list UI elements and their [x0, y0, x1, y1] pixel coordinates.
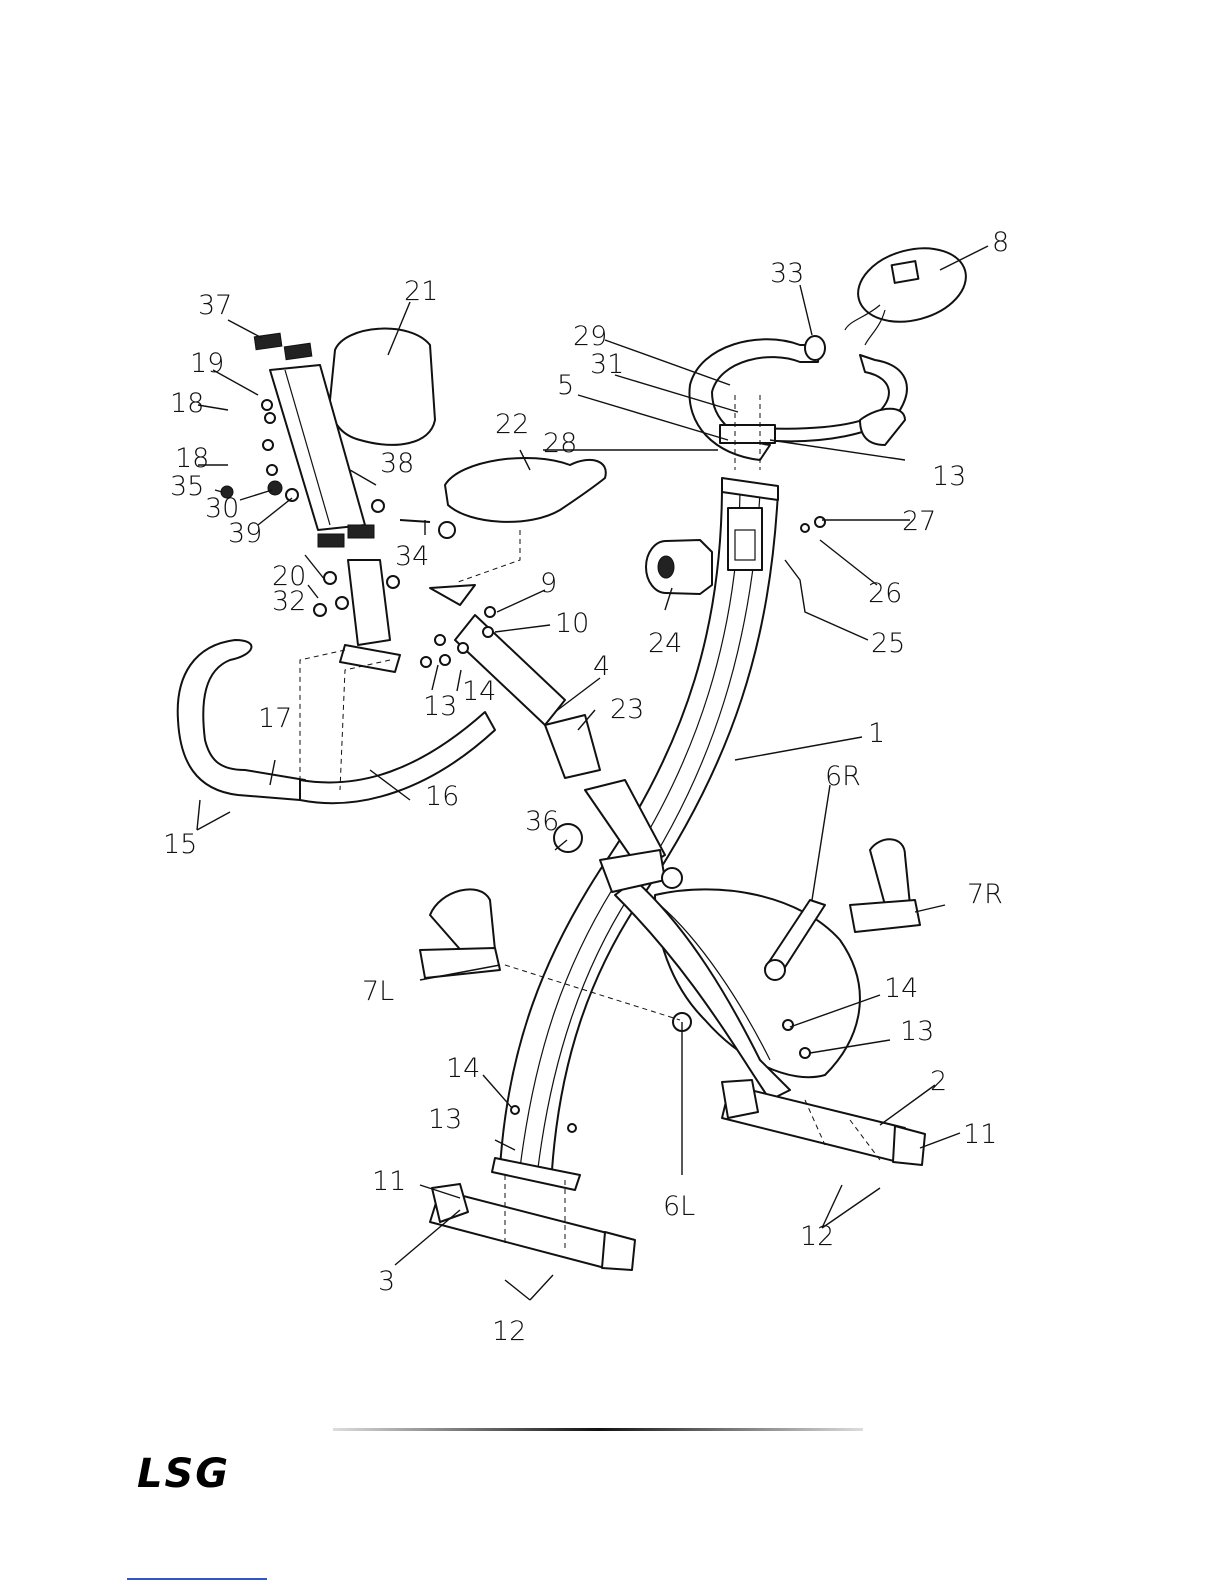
footer-divider	[333, 1428, 863, 1431]
callout-6R: 6R	[825, 761, 861, 792]
callout-5: 5	[557, 370, 574, 401]
callout-31: 31	[590, 349, 624, 380]
callout-11b: 11	[963, 1119, 997, 1150]
callout-33: 33	[770, 258, 804, 289]
brand-logo: LSG	[137, 1451, 230, 1497]
front-stabilizer	[430, 1158, 635, 1270]
seat	[430, 458, 606, 605]
callout-36: 36	[525, 806, 559, 837]
callout-35: 35	[170, 471, 204, 502]
callout-25: 25	[871, 628, 905, 659]
callout-12b: 12	[800, 1221, 834, 1252]
callout-3: 3	[378, 1266, 395, 1297]
callout-14c: 14	[446, 1053, 480, 1084]
callout-13c: 13	[900, 1016, 934, 1047]
callout-10: 10	[555, 608, 589, 639]
callout-37: 37	[198, 290, 232, 321]
callout-28: 28	[543, 428, 577, 459]
callout-26: 26	[868, 578, 902, 609]
callout-13a: 13	[932, 461, 966, 492]
bottom-link-underline	[127, 1578, 267, 1580]
callout-12a: 12	[492, 1316, 526, 1347]
callout-8: 8	[992, 227, 1009, 258]
callout-11a: 11	[372, 1166, 406, 1197]
callout-6L: 6L	[663, 1191, 695, 1222]
flywheel-housing	[615, 880, 860, 1100]
callout-4: 4	[593, 651, 610, 682]
callout-7L: 7L	[362, 976, 394, 1007]
callout-14b: 14	[884, 973, 918, 1004]
callout-23: 23	[610, 694, 644, 725]
callout-18b: 18	[175, 443, 209, 474]
callout-9: 9	[540, 568, 557, 599]
callout-22: 22	[495, 409, 529, 440]
callout-13b: 13	[423, 691, 457, 722]
callout-16: 16	[425, 781, 459, 812]
callout-29: 29	[573, 321, 607, 352]
callout-15: 15	[163, 829, 197, 860]
callout-1: 1	[868, 718, 885, 749]
callout-13d: 13	[428, 1104, 462, 1135]
callout-24: 24	[648, 628, 682, 659]
callout-7R: 7R	[967, 879, 1003, 910]
callout-39: 39	[228, 518, 262, 549]
callout-34: 34	[395, 541, 429, 572]
tension-knob	[646, 540, 712, 594]
callout-18a: 18	[170, 388, 204, 419]
callout-21: 21	[404, 276, 438, 307]
callout-14a: 14	[462, 676, 496, 707]
rear-stabilizer	[722, 1080, 925, 1165]
callout-17: 17	[258, 703, 292, 734]
console-computer	[845, 237, 974, 345]
callout-38: 38	[380, 448, 414, 479]
callout-2: 2	[930, 1066, 947, 1097]
callout-27: 27	[902, 506, 936, 537]
callout-32: 32	[272, 586, 306, 617]
callout-19: 19	[190, 348, 224, 379]
handlebar-assembly	[689, 336, 906, 460]
